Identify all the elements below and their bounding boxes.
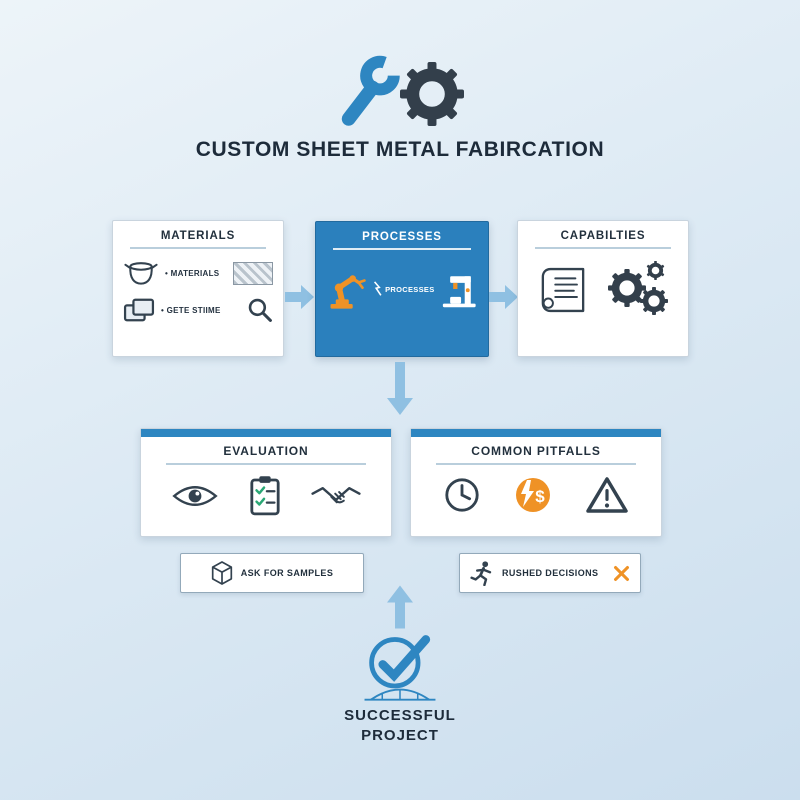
header-icons <box>322 48 482 140</box>
page-title: CUSTOM SHEET METAL FABIRCATION <box>195 138 605 161</box>
pitfalls-title: COMMON PITFALLS <box>471 444 601 458</box>
eye-icon <box>172 486 218 506</box>
x-mark-icon <box>614 565 629 581</box>
samples-label: ASK FOR SAMPLES <box>240 568 334 578</box>
processes-panel: PROCESSES PROCESSES <box>315 221 489 357</box>
capabilities-title-divider <box>535 247 671 249</box>
capabilities-content <box>518 249 688 319</box>
layers-icon <box>123 298 155 322</box>
materials-item-2: • GETE STIIME <box>161 305 221 315</box>
footer-line-1: SUCCESSFUL <box>344 707 456 724</box>
processes-label: PROCESSES <box>385 284 435 294</box>
materials-row-2: • GETE STIIME <box>123 297 273 323</box>
materials-item-1: • MATERIALS <box>165 268 220 278</box>
handshake-icon <box>311 487 361 504</box>
footer-line-2: PROJECT <box>361 726 439 744</box>
wrench-icon <box>341 55 400 126</box>
robot-arm-icon <box>330 275 366 309</box>
runner-icon <box>470 561 492 586</box>
processes-title-divider <box>333 248 471 250</box>
spark-icon <box>373 281 382 296</box>
cube-icon <box>211 561 232 585</box>
samples-callout: ASK FOR SAMPLES <box>180 553 364 593</box>
pitfalls-panel: COMMON PITFALLS $ <box>410 428 662 537</box>
crucible-icon <box>124 262 158 285</box>
evaluation-panel: EVALUATION <box>140 428 392 537</box>
rushed-callout: RUSHED DECISIONS <box>459 553 641 593</box>
magnifier-icon <box>248 298 272 322</box>
evaluation-icons <box>141 465 391 517</box>
evaluation-title: EVALUATION <box>223 444 309 458</box>
evaluation-title-divider <box>166 463 366 465</box>
pitfalls-topbar <box>411 429 661 437</box>
cost-risk-icon: $ <box>516 478 550 512</box>
capabilities-panel: CAPABILTIES <box>517 220 689 357</box>
arrow-right-1-icon <box>285 285 314 309</box>
capabilities-title: CAPABILTIES <box>560 230 646 242</box>
gear-small-icon <box>640 287 668 315</box>
bridge-icon <box>364 688 436 701</box>
dollar-symbol: $ <box>535 487 545 506</box>
warning-triangle-icon <box>586 477 628 513</box>
gear-large-icon <box>608 269 646 307</box>
materials-panel: MATERIALS • MATERIALS • GETE STIIME <box>112 220 284 357</box>
gear-icon <box>400 62 464 126</box>
check-stamp-icon <box>369 635 431 689</box>
materials-title-divider <box>130 247 266 249</box>
materials-row-1: • MATERIALS <box>123 259 273 287</box>
arrow-up-icon <box>387 585 413 629</box>
arrow-down-icon <box>387 362 413 415</box>
gears-icon <box>608 261 674 319</box>
sheet-metal-swatch-icon <box>233 261 273 285</box>
processes-title: PROCESSES <box>362 231 442 243</box>
document-scroll-icon <box>541 267 585 313</box>
pitfalls-icons: $ <box>411 465 661 515</box>
evaluation-topbar <box>141 429 391 437</box>
rushed-label: RUSHED DECISIONS <box>502 568 599 578</box>
materials-content: • MATERIALS • GETE STIIME <box>113 249 283 323</box>
materials-title: MATERIALS <box>160 230 236 242</box>
processes-content: PROCESSES <box>316 250 488 322</box>
gear-tiny-icon <box>646 261 665 280</box>
x-mark-wrap <box>613 565 630 582</box>
footer-caption: SUCCESSFUL PROJECT <box>0 706 800 745</box>
clock-icon <box>445 478 479 512</box>
checklist-icon <box>250 476 280 516</box>
arrow-right-2-icon <box>489 285 518 309</box>
machine-icon <box>442 276 476 308</box>
pitfalls-title-divider <box>436 463 636 465</box>
